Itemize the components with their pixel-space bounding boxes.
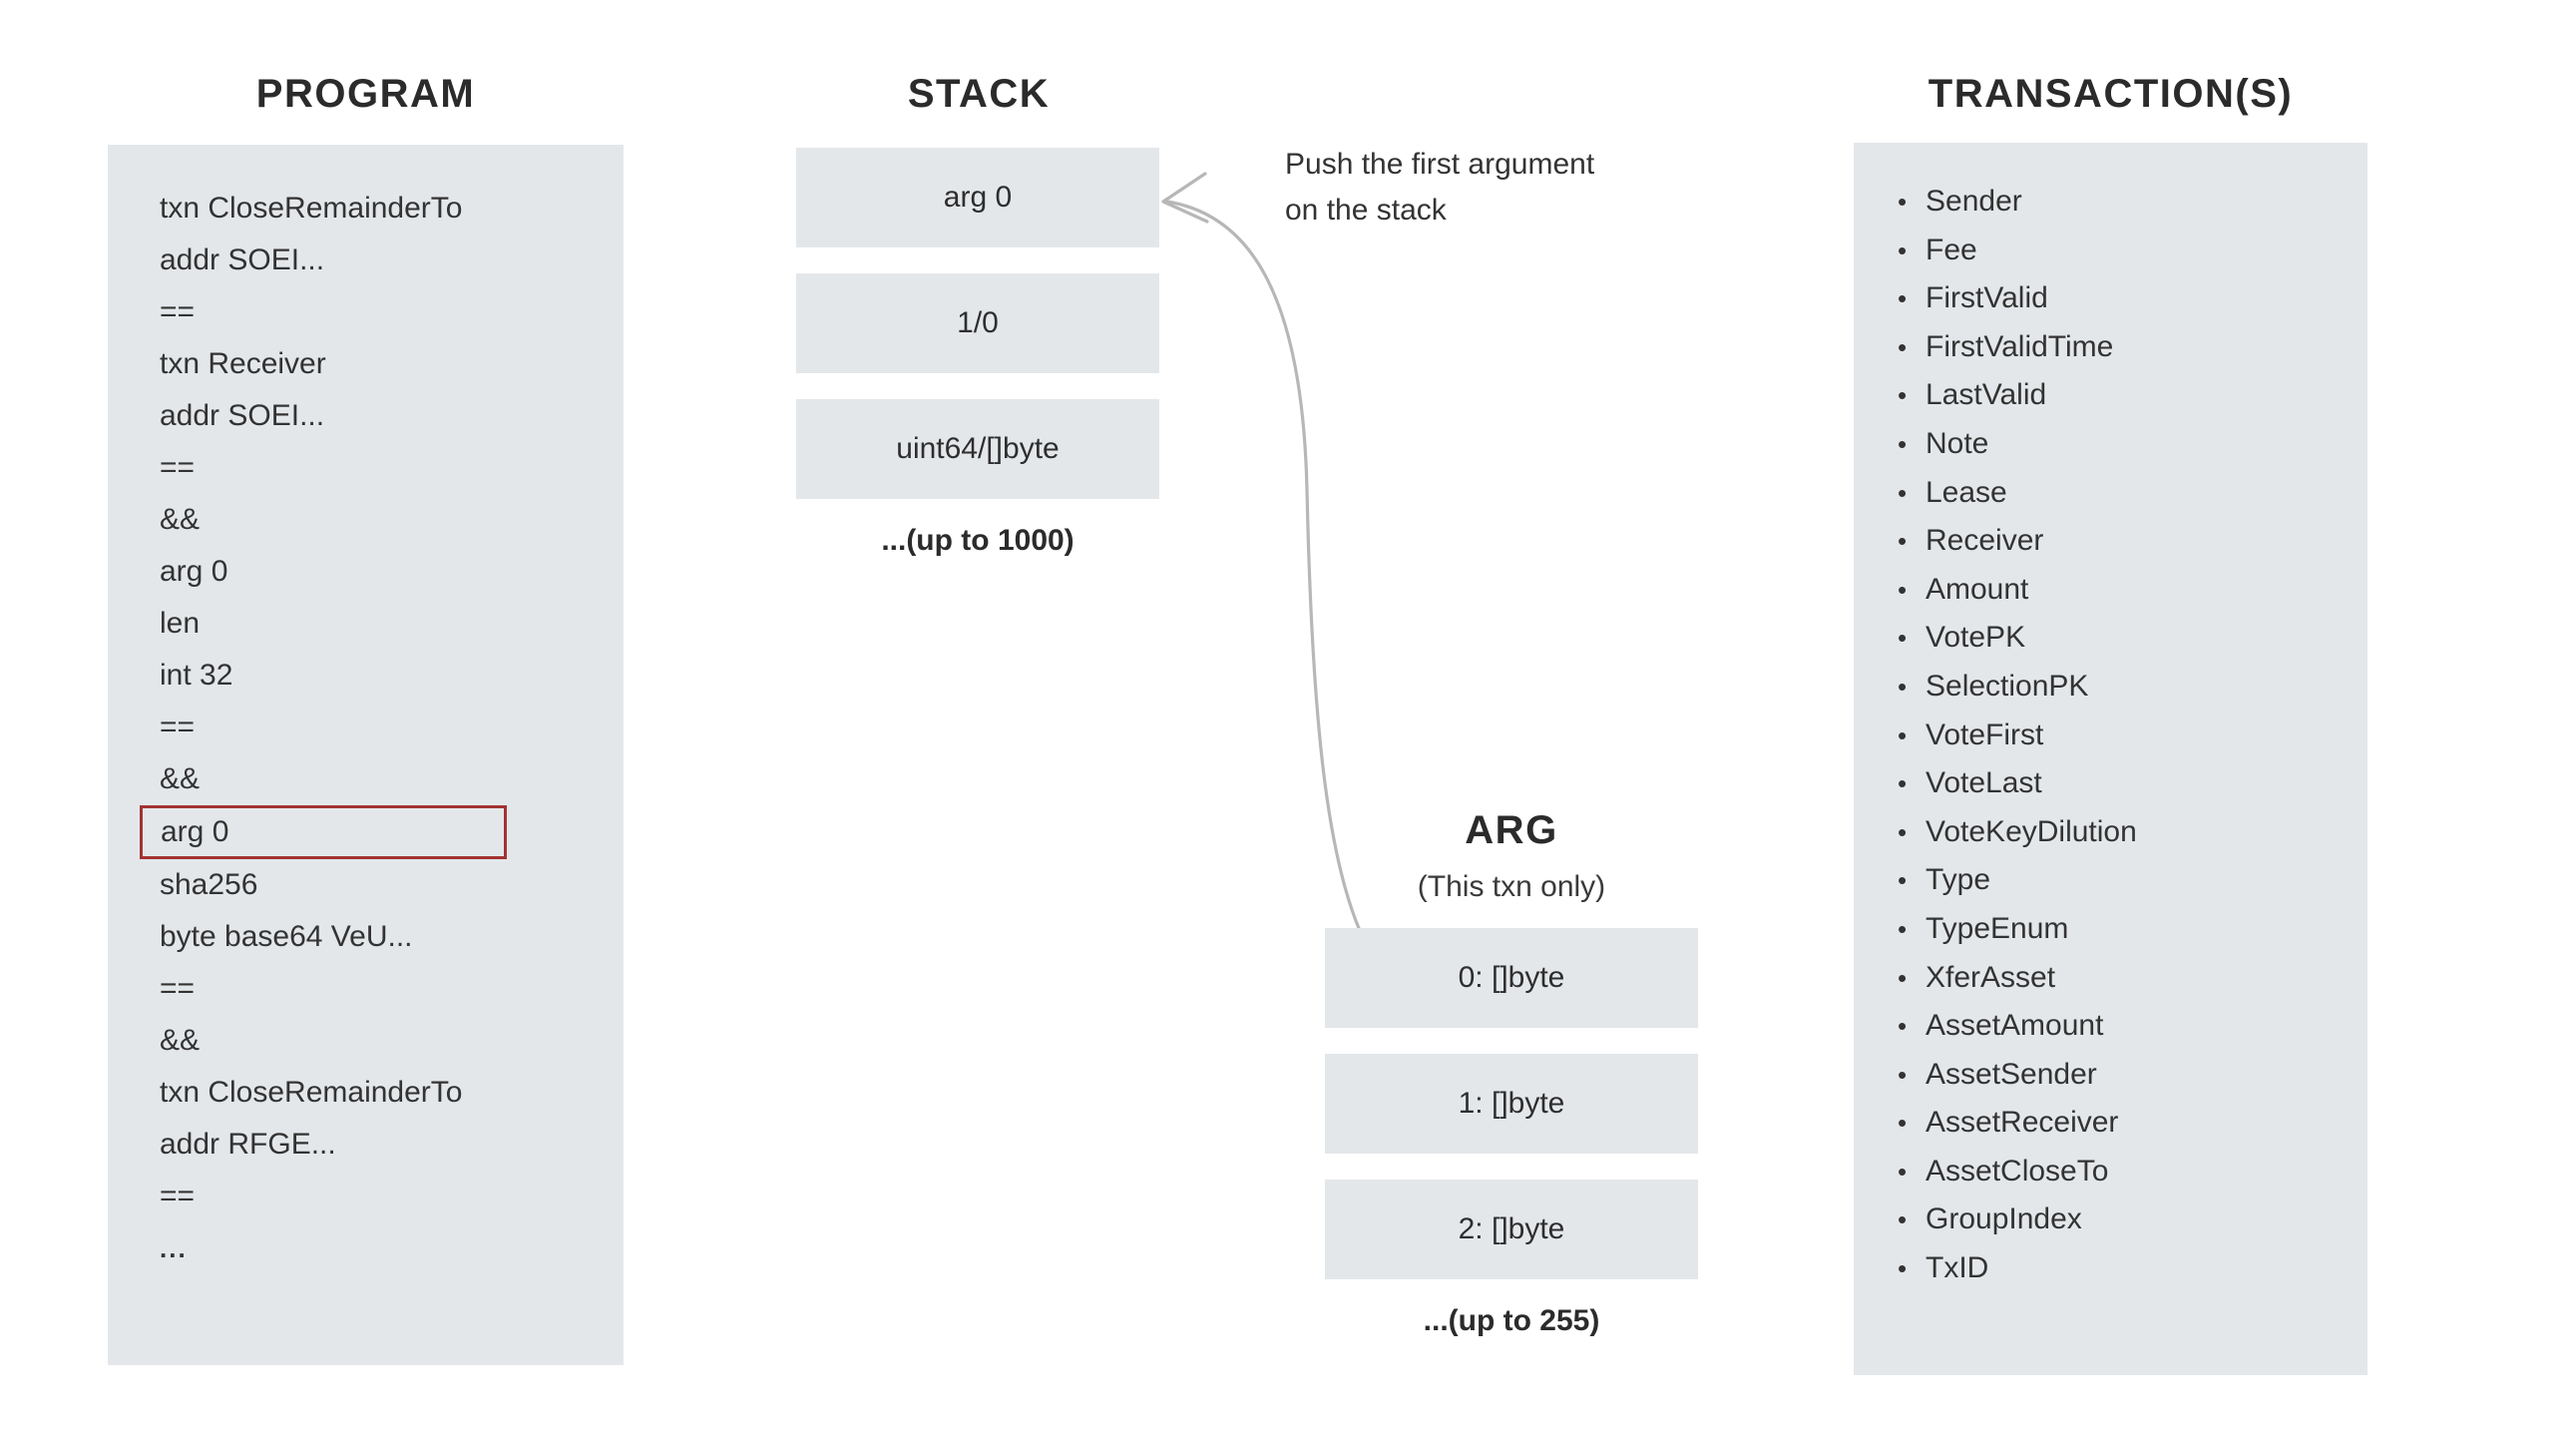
arg-section-title: ARG — [1465, 808, 1558, 852]
transaction-field: LastValid — [1892, 371, 2351, 420]
program-panel — [108, 145, 624, 1365]
program-line: txn Receiver — [160, 347, 326, 380]
transaction-field: AssetSender — [1892, 1051, 2351, 1100]
program-line: addr SOEI... — [160, 243, 325, 276]
transaction-field: XferAsset — [1892, 954, 2351, 1003]
transaction-field: Receiver — [1892, 517, 2351, 566]
program-section-title: PROGRAM — [255, 72, 476, 116]
arg-section-subtitle: (This txn only) — [1417, 870, 1606, 903]
arg-cell: 1: []byte — [1325, 1054, 1698, 1154]
program-line: && — [160, 503, 201, 536]
transaction-field-list: SenderFeeFirstValidFirstValidTimeLastVal… — [1892, 178, 2351, 1293]
program-line: txn CloseRemainderTo — [160, 192, 463, 225]
arg-capacity-caption: ...(up to 255) — [1423, 1304, 1600, 1337]
arg-cell: 2: []byte — [1325, 1180, 1698, 1279]
push-annotation-line-2: on the stack — [1285, 194, 1447, 227]
program-line: ... — [160, 1233, 188, 1263]
program-line: && — [160, 762, 201, 795]
transaction-field: Sender — [1892, 178, 2351, 227]
program-line: addr SOEI... — [160, 399, 325, 432]
transaction-field: Fee — [1892, 227, 2351, 275]
transaction-field: AssetCloseTo — [1892, 1148, 2351, 1196]
program-line: == — [160, 711, 196, 743]
transaction-field: VoteLast — [1892, 759, 2351, 808]
program-line: == — [160, 295, 196, 328]
transaction-field: VoteKeyDilution — [1892, 808, 2351, 857]
program-line: == — [160, 451, 196, 484]
program-line: == — [160, 1180, 196, 1212]
transaction-field: Type — [1892, 856, 2351, 905]
arg-cell: 0: []byte — [1325, 928, 1698, 1028]
transaction-field: GroupIndex — [1892, 1195, 2351, 1244]
transaction-field: TypeEnum — [1892, 905, 2351, 954]
program-instruction-list: txn CloseRemainderTo addr SOEI... == txn Re… — [140, 183, 581, 1274]
transaction-field: FirstValid — [1892, 274, 2351, 323]
transaction-field: VotePK — [1892, 614, 2351, 663]
program-line: txn CloseRemainderTo — [160, 1076, 463, 1109]
stack-cell: arg 0 — [796, 148, 1159, 247]
transaction-field: TxID — [1892, 1244, 2351, 1293]
transaction-field: Lease — [1892, 469, 2351, 518]
program-line: addr RFGE... — [160, 1128, 336, 1161]
transaction-field: VoteFirst — [1892, 712, 2351, 760]
push-annotation-line-1: Push the first argument — [1285, 148, 1595, 181]
transaction-field: Amount — [1892, 566, 2351, 615]
program-line: sha256 — [160, 868, 258, 901]
transaction-field: FirstValidTime — [1892, 323, 2351, 372]
stack-cell: uint64/[]byte — [796, 399, 1159, 499]
program-line-highlighted: arg 0 — [140, 805, 507, 859]
stack-section-title: STACK — [907, 72, 1051, 116]
program-line: int 32 — [160, 659, 233, 692]
program-line: arg 0 — [160, 555, 228, 588]
transaction-field: Note — [1892, 420, 2351, 469]
transactions-section-title: TRANSACTION(S) — [1928, 72, 2294, 116]
push-annotation: Push the first argument on the stack — [1285, 142, 1704, 234]
transaction-field: AssetReceiver — [1892, 1099, 2351, 1148]
program-line: byte base64 VeU... — [160, 920, 413, 953]
stack-cell: 1/0 — [796, 273, 1159, 373]
program-line: == — [160, 972, 196, 1005]
program-line: && — [160, 1024, 201, 1057]
transaction-field: AssetAmount — [1892, 1002, 2351, 1051]
stack-capacity-caption: ...(up to 1000) — [881, 524, 1074, 557]
program-line: len — [160, 607, 201, 640]
transaction-field: SelectionPK — [1892, 663, 2351, 712]
